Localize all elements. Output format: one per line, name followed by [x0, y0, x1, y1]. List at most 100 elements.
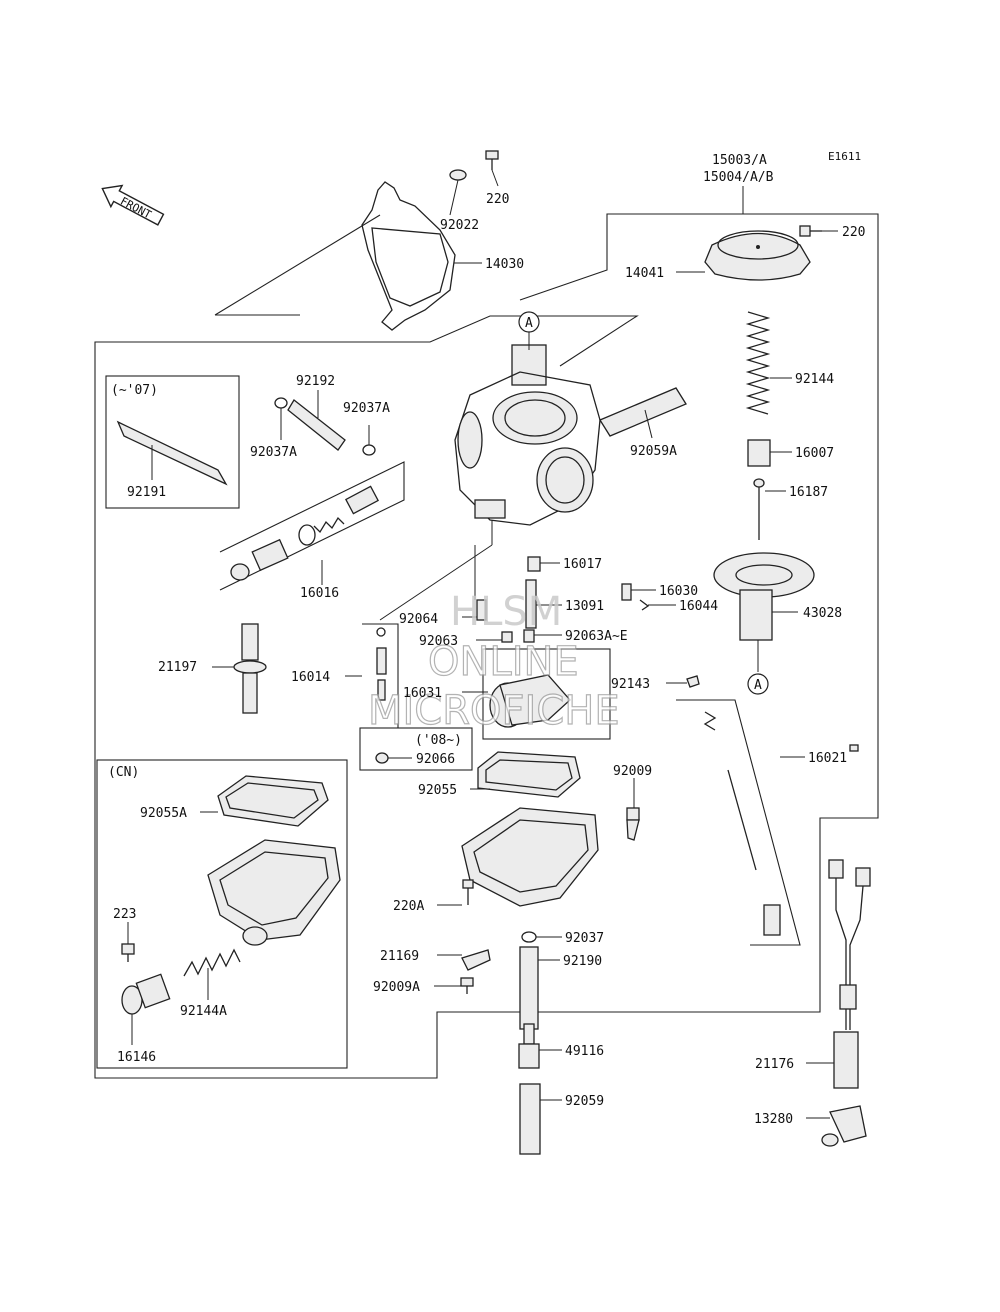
label-92144A: 92144A — [180, 1004, 227, 1019]
assembly-frame-top — [519, 213, 743, 301]
screw-220-top — [485, 150, 499, 187]
label-92064: 92064 — [399, 612, 438, 627]
label-220-top: 220 — [486, 192, 509, 207]
pipe-92190 — [519, 946, 560, 1030]
watermark-line1: HLSM — [450, 589, 562, 635]
jet-92063AE — [523, 629, 562, 643]
carburetor-body — [379, 344, 601, 621]
washer-92022 — [449, 169, 467, 216]
joint-49116 — [518, 1023, 562, 1069]
plunger-16016 — [219, 461, 405, 591]
label-16030: 16030 — [659, 584, 698, 599]
pipe-92192 — [287, 390, 346, 451]
label-16014: 16014 — [291, 670, 330, 685]
holder-16007 — [747, 439, 792, 467]
gasket-92055 — [470, 751, 581, 798]
plunger-16146 — [121, 973, 171, 1045]
label-220A: 220A — [393, 899, 424, 914]
jet-16044 — [639, 599, 676, 611]
label-49116: 49116 — [565, 1044, 604, 1059]
label-16017: 16017 — [563, 557, 602, 572]
diagram-code: E1611 — [828, 150, 861, 163]
svg-text:A: A — [754, 678, 762, 693]
front-arrow-icon: FRONT — [101, 184, 165, 226]
label-14041: 14041 — [625, 266, 664, 281]
label-16007: 16007 — [795, 446, 834, 461]
gasket-92055A — [200, 775, 329, 827]
label-21197: 21197 — [158, 660, 197, 675]
label-92037A-right: 92037A — [343, 401, 390, 416]
pipe-92059 — [519, 1083, 562, 1155]
label-15003: 15003/A — [712, 153, 767, 168]
jet-13091 — [525, 579, 562, 629]
jet-92064 — [462, 599, 487, 621]
ref-marker-a-bottom: A — [747, 673, 769, 695]
clip-92037 — [521, 931, 562, 943]
label-92144: 92144 — [795, 372, 834, 387]
heater-21176 — [806, 859, 871, 1089]
label-92009: 92009 — [613, 764, 652, 779]
jet-16017 — [527, 556, 560, 572]
box-cn: (CN) — [96, 759, 348, 1069]
jet-16030 — [621, 583, 656, 601]
pilot-screw-16021 — [666, 675, 859, 946]
note-cn: (CN) — [108, 765, 139, 780]
screw-220-cap — [799, 225, 838, 237]
assembly-frame-slant — [214, 214, 381, 316]
label-92059A: 92059A — [630, 444, 677, 459]
label-13280: 13280 — [754, 1112, 793, 1127]
label-16031: 16031 — [403, 686, 442, 701]
needle-16187 — [753, 478, 786, 540]
label-223: 223 — [113, 907, 136, 922]
label-16021: 16021 — [808, 751, 847, 766]
clip-92037A-left — [274, 397, 288, 440]
fitting-21197 — [212, 623, 267, 714]
watermark: HLSM ONLINE MICROFICHE — [367, 589, 620, 735]
label-92143: 92143 — [611, 677, 650, 692]
watermark-line3: MICROFICHE — [368, 688, 620, 734]
screw-92009 — [626, 778, 640, 841]
label-92059: 92059 — [565, 1094, 604, 1109]
label-92055: 92055 — [418, 783, 457, 798]
label-13091: 13091 — [565, 599, 604, 614]
label-92066: 92066 — [416, 752, 455, 767]
label-92063: 92063 — [419, 634, 458, 649]
label-16044: 16044 — [679, 599, 718, 614]
float-16031 — [462, 648, 611, 740]
label-21169: 21169 — [380, 949, 419, 964]
box-from08: ('08~) — [359, 727, 473, 771]
spring-92144 — [745, 311, 792, 415]
label-92190: 92190 — [563, 954, 602, 969]
label-43028: 43028 — [803, 606, 842, 621]
spring-92144A — [183, 948, 241, 1000]
pipe-92059A — [599, 387, 687, 439]
label-92055A: 92055A — [140, 806, 187, 821]
screw-223 — [121, 922, 135, 962]
label-92037A-left: 92037A — [250, 445, 297, 460]
label-92063AE: 92063A~E — [565, 629, 628, 644]
watermark-line2: ONLINE — [428, 639, 579, 685]
label-15004: 15004/A/B — [703, 170, 774, 185]
float-bowl-center — [437, 807, 599, 907]
label-16016: 16016 — [300, 586, 339, 601]
cover-14030 — [361, 181, 482, 331]
clip-92037A-right — [362, 425, 376, 456]
screw-92009A — [434, 977, 474, 994]
label-21176: 21176 — [755, 1057, 794, 1072]
label-16187: 16187 — [789, 485, 828, 500]
label-92022: 92022 — [440, 218, 479, 233]
part-labels: 15003/A 15004/A/B 220 220 92022 14030 14… — [113, 153, 865, 1127]
front-label: FRONT — [118, 195, 154, 222]
float-bowl-cn — [207, 839, 341, 946]
label-14030: 14030 — [485, 257, 524, 272]
diaphragm-43028 — [713, 552, 815, 672]
label-92192: 92192 — [296, 374, 335, 389]
bracket-21169 — [437, 949, 491, 971]
assembly-frame — [94, 213, 879, 1079]
note-pre07: (~'07) — [111, 383, 158, 398]
label-220-cap: 220 — [842, 225, 865, 240]
label-16146: 16146 — [117, 1050, 156, 1065]
clamp-13280 — [806, 1105, 867, 1147]
label-92191: 92191 — [127, 485, 166, 500]
